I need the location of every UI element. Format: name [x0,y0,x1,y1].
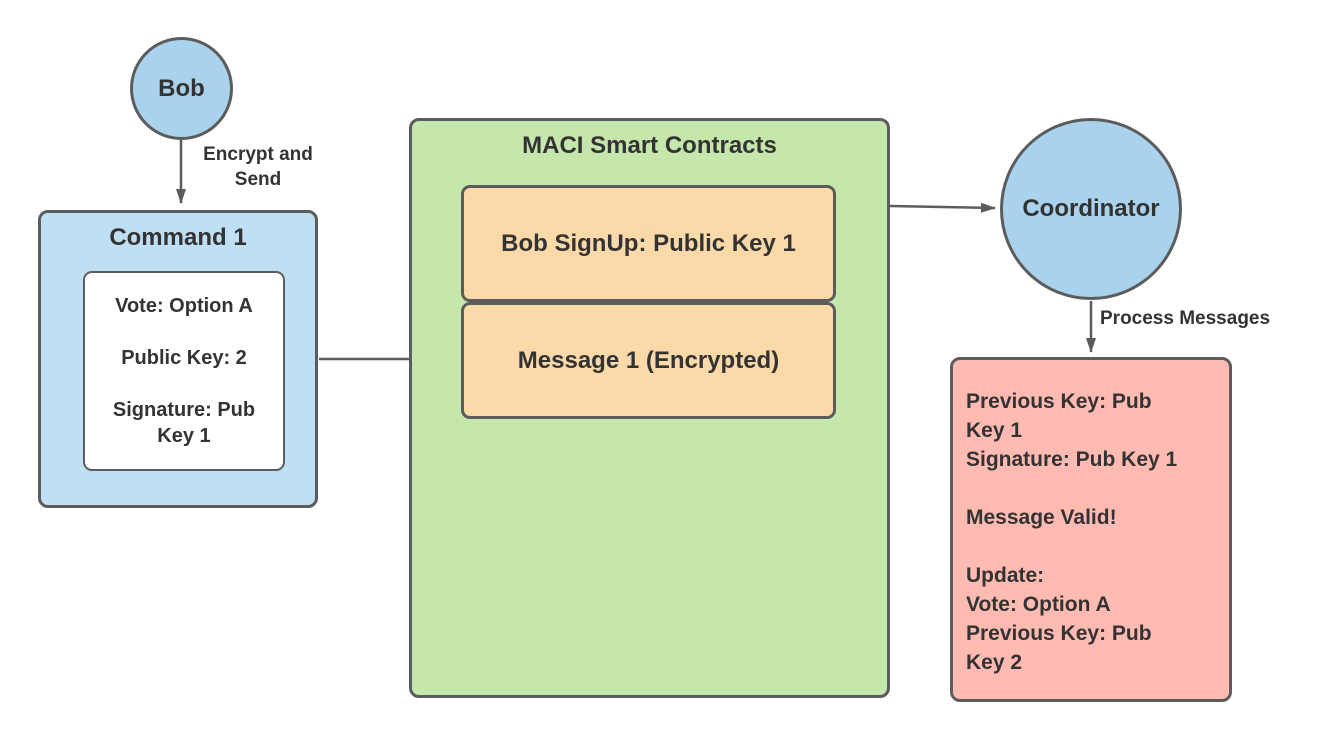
message-record-text: Message 1 (Encrypted) [517,346,780,374]
command-detail-box: Vote: Option A Public Key: 2 Signature: … [83,271,285,471]
arrow-contracts-to-coordinator [889,202,996,213]
maci-contracts-node: MACI Smart Contracts Bob SignUp: Public … [409,118,890,698]
maci-contracts-title: MACI Smart Contracts [522,132,777,159]
signup-record: Bob SignUp: Public Key 1 [461,185,836,302]
coordinator-label: Coordinator [1022,195,1160,222]
process-messages-edge-label: Process Messages [1100,308,1271,329]
command-title: Command 1 [109,224,247,251]
result-node: Previous Key: Pub Key 1 Signature: Pub K… [950,357,1232,702]
coordinator-node: Coordinator [1000,118,1182,300]
bob-label: Bob [158,74,205,102]
bob-node: Bob [130,37,233,140]
command-node: Command 1 Vote: Option A Public Key: 2 S… [38,210,318,508]
result-text: Previous Key: Pub Key 1 Signature: Pub K… [966,390,1178,674]
message-record: Message 1 (Encrypted) [461,302,836,419]
encrypt-send-edge-label: Encrypt and Send [203,144,313,190]
command-detail-text: Vote: Option A Public Key: 2 Signature: … [112,295,256,447]
signup-record-text: Bob SignUp: Public Key 1 [501,229,796,257]
